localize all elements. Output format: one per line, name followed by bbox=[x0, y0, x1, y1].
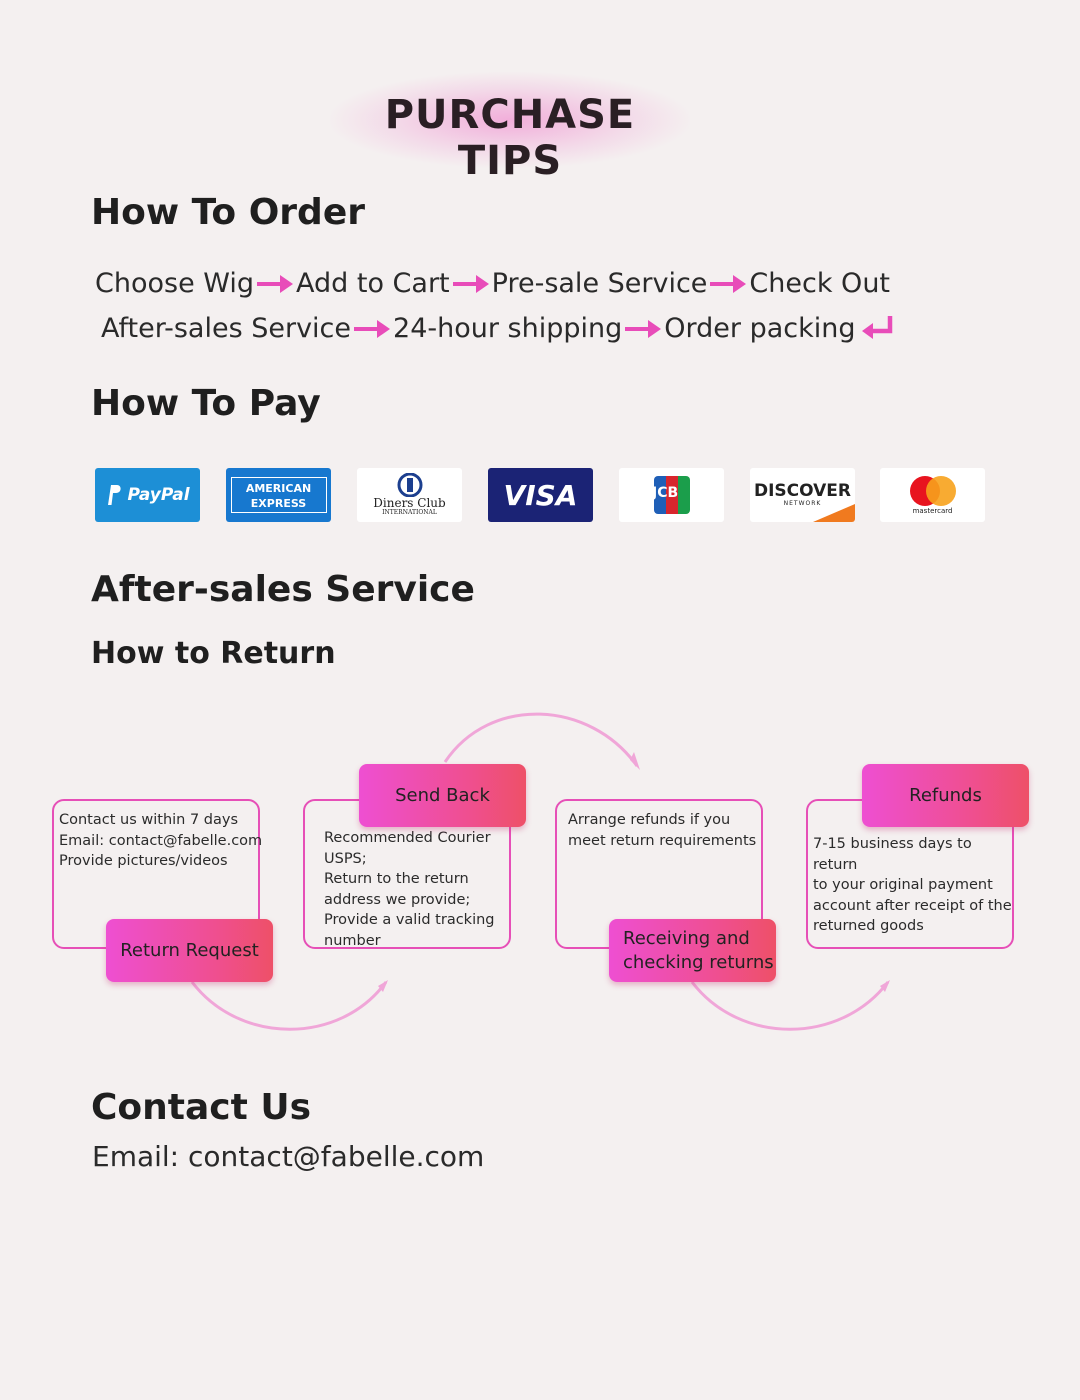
how-to-order-heading: How To Order bbox=[91, 192, 365, 233]
right-arrow-icon bbox=[257, 274, 294, 293]
return-request-text: Contact us within 7 days Email: contact@… bbox=[59, 812, 263, 869]
arc-arrowhead bbox=[378, 980, 388, 992]
mastercard-card: mastercard bbox=[880, 468, 985, 522]
mastercard-logo-text: mastercard bbox=[912, 506, 953, 515]
visa-logo-text: VISA bbox=[503, 478, 578, 512]
jcb-logo-text: JCB bbox=[652, 485, 679, 501]
contact-email[interactable]: Email: contact@fabelle.com bbox=[92, 1140, 485, 1173]
discover-card: DISCOVER NETWORK bbox=[750, 468, 855, 522]
paypal-card: PayPal bbox=[95, 468, 200, 522]
right-arrow-icon bbox=[625, 319, 662, 338]
how-to-pay-heading: How To Pay bbox=[91, 383, 321, 424]
paypal-logo-text: PayPal bbox=[127, 485, 190, 505]
send-back-text: Recommended Courier USPS; Return to the … bbox=[324, 830, 495, 949]
page-title: PURCHASE TIPS bbox=[384, 92, 636, 184]
return-request-tab: Return Request bbox=[106, 919, 273, 982]
contact-us-heading: Contact Us bbox=[91, 1087, 312, 1128]
right-arrow-icon bbox=[354, 319, 391, 338]
return-arrow-icon bbox=[861, 315, 892, 339]
discover-swoosh-icon bbox=[813, 504, 855, 522]
diners-card: Diners Club INTERNATIONAL bbox=[357, 468, 462, 522]
send-back-tab: Send Back bbox=[359, 764, 526, 827]
jcb-logo bbox=[653, 476, 690, 514]
arc-connector bbox=[690, 981, 890, 1031]
discover-logo-text: DISCOVER bbox=[753, 481, 851, 501]
refunds-tab: Refunds bbox=[862, 764, 1029, 827]
arc-connector bbox=[443, 712, 639, 767]
visa-card: VISA bbox=[488, 468, 593, 522]
right-arrow-icon bbox=[452, 274, 489, 293]
arc-arrowhead bbox=[630, 752, 640, 770]
after-sales-heading: After-sales Service bbox=[91, 569, 475, 610]
order-step: Order packing bbox=[664, 313, 856, 344]
order-step: Add to Cart bbox=[296, 268, 450, 299]
order-step: Choose Wig bbox=[95, 268, 255, 299]
return-process-arcs bbox=[190, 712, 890, 1031]
title-glow bbox=[330, 72, 690, 168]
order-flow-row-1: Choose Wig Add to Cart Pre-sale Service … bbox=[95, 268, 890, 299]
receiving-tab: Receiving and checking returns bbox=[609, 919, 776, 982]
refunds-text: 7-15 business days to return to your ori… bbox=[813, 836, 1012, 934]
arc-arrowhead bbox=[880, 980, 890, 992]
how-to-return-heading: How to Return bbox=[91, 636, 336, 671]
order-step: Check Out bbox=[749, 268, 891, 299]
right-arrow-icon bbox=[710, 274, 747, 293]
diners-logo-subtext: INTERNATIONAL bbox=[382, 509, 437, 516]
amex-logo-text: AMERICAN EXPRESS bbox=[245, 482, 312, 510]
mastercard-icon bbox=[909, 475, 956, 506]
jcb-card: JCB bbox=[619, 468, 724, 522]
send-back-box: Recommended Courier USPS; Return to the … bbox=[303, 799, 511, 949]
order-step: 24-hour shipping bbox=[393, 313, 623, 344]
order-flow-row-2: After-sales Service 24-hour shipping Ord… bbox=[101, 313, 896, 344]
receiving-text: Arrange refunds if you meet return requi… bbox=[568, 812, 757, 849]
discover-logo-subtext: NETWORK bbox=[783, 500, 822, 507]
arc-connector bbox=[190, 981, 388, 1031]
amex-logo: AMERICAN EXPRESS bbox=[230, 477, 327, 513]
order-step: After-sales Service bbox=[101, 313, 352, 344]
paypal-icon bbox=[108, 485, 122, 505]
diners-logo-text: Diners Club bbox=[373, 496, 446, 510]
diners-icon bbox=[397, 473, 422, 497]
amex-card: AMERICAN EXPRESS bbox=[226, 468, 331, 522]
order-step: Pre-sale Service bbox=[491, 268, 708, 299]
